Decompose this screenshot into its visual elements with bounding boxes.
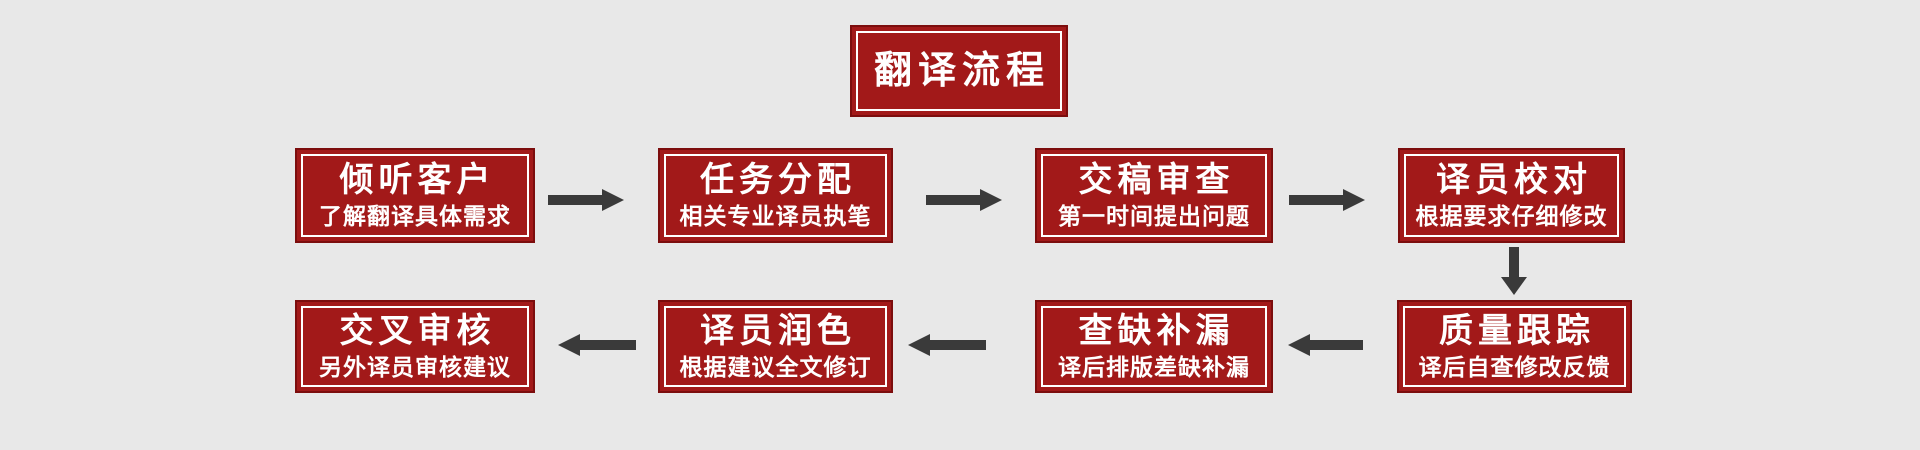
- flowchart-title-box: 翻译流程: [850, 25, 1068, 117]
- step-subtitle: 根据建议全文修订: [679, 354, 872, 381]
- step-title: 查缺补漏: [1078, 312, 1235, 351]
- arrow-right-icon: [548, 189, 624, 211]
- step-subtitle: 相关专业译员执笔: [679, 203, 872, 230]
- step-box-listen-customer: 倾听客户 了解翻译具体需求: [295, 148, 535, 243]
- step-box-quality-tracking: 质量跟踪 译后自查修改反馈: [1397, 300, 1632, 393]
- step-box-draft-review: 交稿审查 第一时间提出问题: [1035, 148, 1273, 243]
- step-subtitle: 译后自查修改反馈: [1418, 354, 1611, 381]
- arrow-right-icon: [1289, 189, 1365, 211]
- flowchart-title: 翻译流程: [873, 50, 1050, 92]
- arrow-right-icon: [926, 189, 1002, 211]
- step-title: 倾听客户: [339, 161, 496, 200]
- step-subtitle: 译后排版差缺补漏: [1058, 354, 1250, 381]
- step-title: 质量跟踪: [1439, 312, 1595, 351]
- step-title: 译员润色: [700, 312, 856, 351]
- arrow-down-icon: [1501, 247, 1527, 295]
- arrow-left-icon: [908, 334, 986, 356]
- step-title: 交叉审核: [339, 312, 496, 351]
- arrow-left-icon: [558, 334, 636, 356]
- step-box-translator-polishing: 译员润色 根据建议全文修订: [658, 300, 893, 393]
- step-subtitle: 了解翻译具体需求: [319, 203, 511, 230]
- step-subtitle: 根据要求仔细修改: [1415, 203, 1608, 230]
- step-box-translator-proofreading: 译员校对 根据要求仔细修改: [1398, 148, 1625, 243]
- step-title: 译员校对: [1436, 161, 1592, 200]
- step-subtitle: 第一时间提出问题: [1058, 203, 1250, 230]
- step-box-cross-review: 交叉审核 另外译员审核建议: [295, 300, 535, 393]
- step-subtitle: 另外译员审核建议: [319, 354, 511, 381]
- step-title: 任务分配: [700, 161, 856, 200]
- step-box-gap-filling: 查缺补漏 译后排版差缺补漏: [1035, 300, 1273, 393]
- step-box-task-assignment: 任务分配 相关专业译员执笔: [658, 148, 893, 243]
- arrow-left-icon: [1288, 334, 1363, 356]
- step-title: 交稿审查: [1078, 161, 1235, 200]
